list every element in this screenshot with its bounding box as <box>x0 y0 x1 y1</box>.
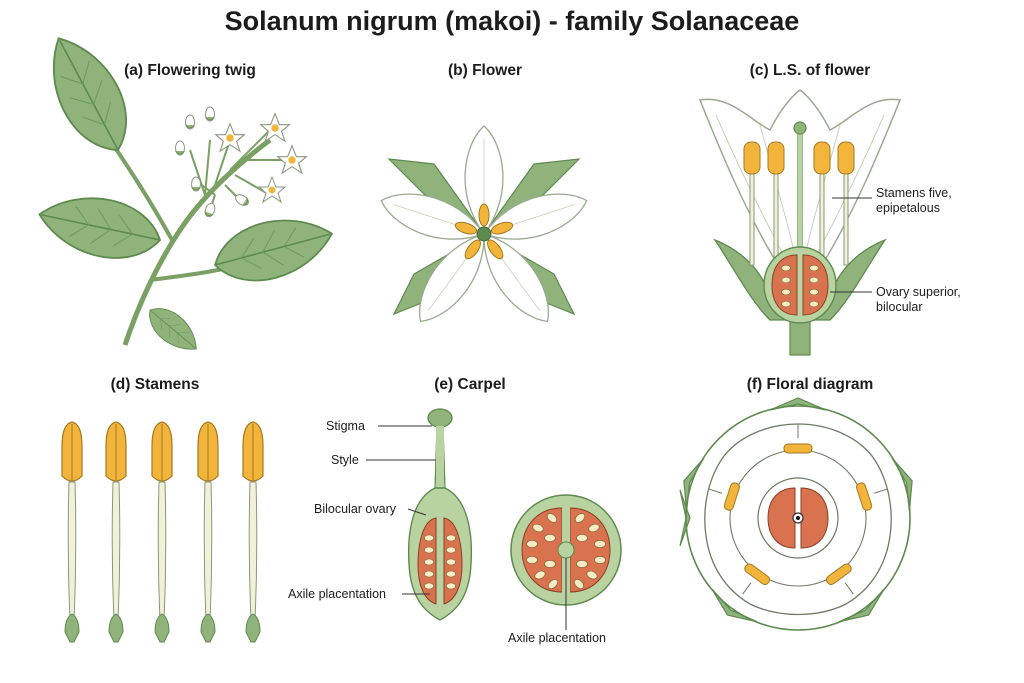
panel-d-title: (d) Stamens <box>110 376 200 393</box>
flower-top-view <box>380 125 588 323</box>
label-ovary-superior: Ovary superior, bilocular <box>876 285 961 314</box>
panel-e-title: (e) Carpel <box>434 376 506 393</box>
flower-longitudinal-section <box>698 89 902 356</box>
label-stigma: Stigma <box>326 419 365 433</box>
label-bilocular-ovary: Bilocular ovary <box>314 502 396 516</box>
panel-a-title: (a) Flowering twig <box>124 62 256 79</box>
carpel-longitudinal <box>366 408 473 621</box>
panel-f-title: (f) Floral diagram <box>746 376 874 393</box>
carpel-transverse <box>510 494 622 630</box>
floral-diagram <box>679 397 913 631</box>
label-stamens-epipetalous: Stamens five, epipetalous <box>876 186 952 215</box>
panel-b-title: (b) Flower <box>447 62 523 79</box>
label-axile-placentation-ls: Axile placentation <box>288 587 386 601</box>
label-style: Style <box>331 453 359 467</box>
stamens-row <box>61 421 264 643</box>
page-title: Solanum nigrum (makoi) - family Solanace… <box>224 6 800 36</box>
panel-c-title: (c) L.S. of flower <box>749 62 871 79</box>
label-axile-placentation-ts: Axile placentation <box>508 631 606 645</box>
flowering-twig <box>31 23 341 361</box>
